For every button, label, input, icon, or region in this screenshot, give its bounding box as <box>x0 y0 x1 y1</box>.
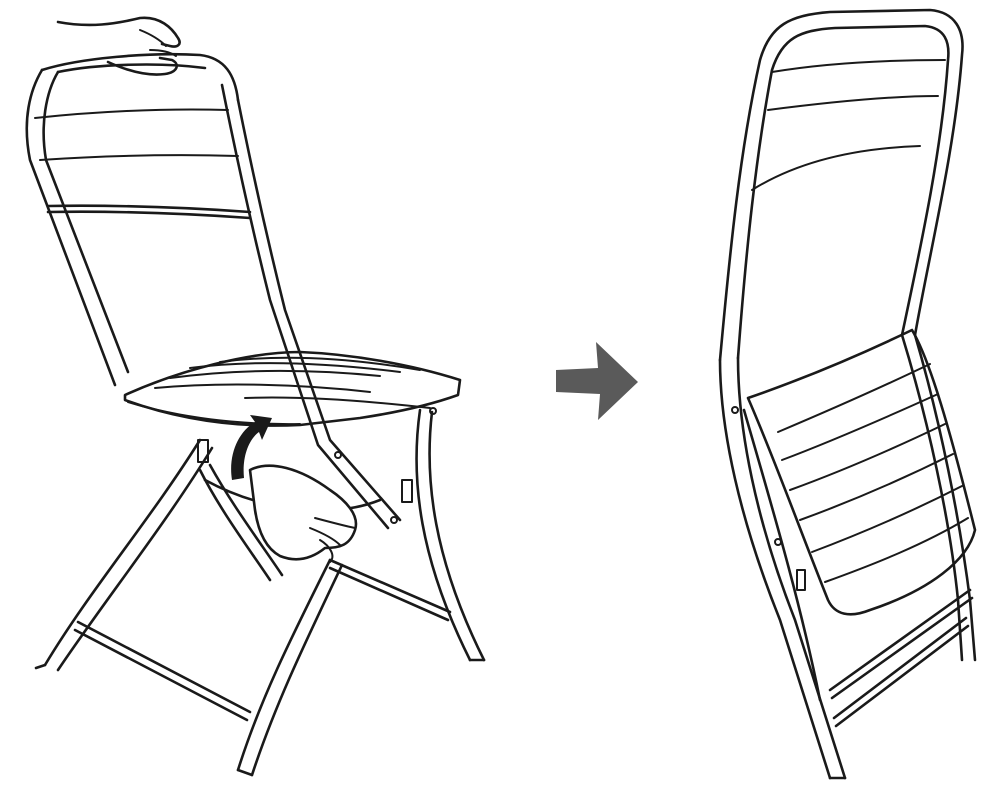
backrest-frame <box>27 54 400 528</box>
folded-chair <box>720 10 975 778</box>
hand-under-seat <box>250 466 356 562</box>
unfolded-chair <box>27 18 484 775</box>
front-legs <box>36 410 484 670</box>
seat <box>125 352 460 426</box>
arrow-right-icon <box>556 342 638 420</box>
backrest-slats <box>35 109 250 218</box>
hand-top <box>58 18 180 75</box>
folded-seat <box>748 330 975 614</box>
folded-backrest <box>720 10 963 360</box>
